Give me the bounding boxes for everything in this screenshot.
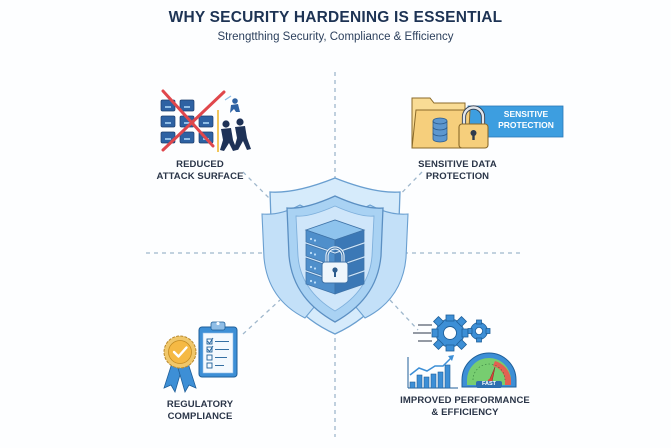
benefit-label-improved-performance: IMPROVED PERFORMANCE & EFFICIENCY [400, 395, 530, 418]
connector-bottom-left [242, 299, 281, 335]
benefit-label-regulatory-compliance: REGULATORY COMPLIANCE [166, 399, 234, 422]
connector-bottom-right [389, 299, 419, 331]
page-subtitle: Strengtthing Security, Compliance & Effi… [217, 31, 454, 43]
connector-top-right [384, 171, 423, 211]
page-title: WHY SECURITY HARDENING IS ESSENTIAL [168, 9, 503, 26]
benefit-label-reduced-attack-surface: REDUCED ATTACK SURFACE [156, 159, 244, 182]
connector-top-left [242, 171, 284, 213]
speedometer-fast-label: FAST [481, 380, 497, 387]
benefit-label-sensitive-data-protection: SENSITIVE DATA PROTECTION [418, 159, 497, 182]
sensitive-protection-badge: SENSITIVE PROTECTION [498, 109, 554, 130]
